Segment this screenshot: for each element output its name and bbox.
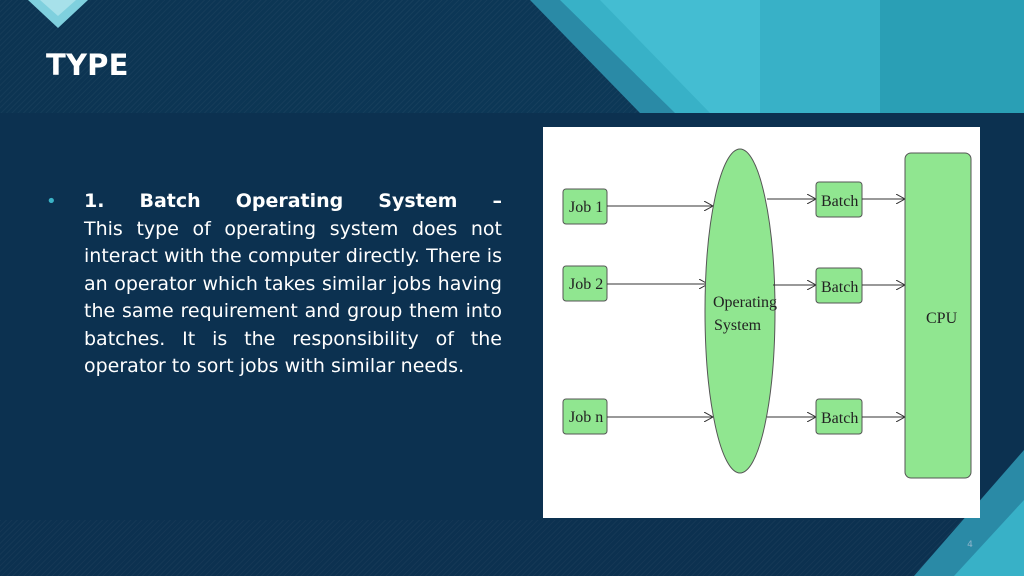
batch-label: Batch xyxy=(821,279,858,296)
operating-system-node xyxy=(704,148,776,474)
bullet-list: • 1. Batch Operating System – This type … xyxy=(46,188,502,381)
footer-band xyxy=(0,520,1024,576)
bullet-item: • 1. Batch Operating System – This type … xyxy=(46,188,502,381)
header-decoration xyxy=(28,0,1024,113)
heading-word: – xyxy=(492,190,502,212)
batch-os-diagram: Job 1 Job 2 Job n Operating System Batch… xyxy=(543,127,980,518)
diagram-canvas: Job 1 Job 2 Job n Operating System Batch… xyxy=(562,148,972,479)
job-label: Job n xyxy=(569,409,603,426)
slide-title: TYPE xyxy=(46,48,129,82)
page-number: 4 xyxy=(967,540,973,550)
job-label: Job 2 xyxy=(569,276,603,293)
heading-word: Operating xyxy=(235,190,344,212)
bullet-marker: • xyxy=(46,191,57,212)
bullet-text: This type of operating system does not i… xyxy=(84,217,502,378)
os-label: Operating xyxy=(713,294,777,311)
cpu-node xyxy=(904,152,972,479)
os-label: System xyxy=(714,317,762,334)
heading-word: System xyxy=(378,190,458,212)
batch-label: Batch xyxy=(821,410,858,427)
heading-word: Batch xyxy=(139,190,201,212)
bullet-heading: 1. Batch Operating System – xyxy=(84,188,502,216)
batch-label: Batch xyxy=(821,193,858,210)
job-label: Job 1 xyxy=(569,199,603,216)
cpu-label: CPU xyxy=(926,310,958,327)
bullet-number: 1. xyxy=(84,190,105,212)
